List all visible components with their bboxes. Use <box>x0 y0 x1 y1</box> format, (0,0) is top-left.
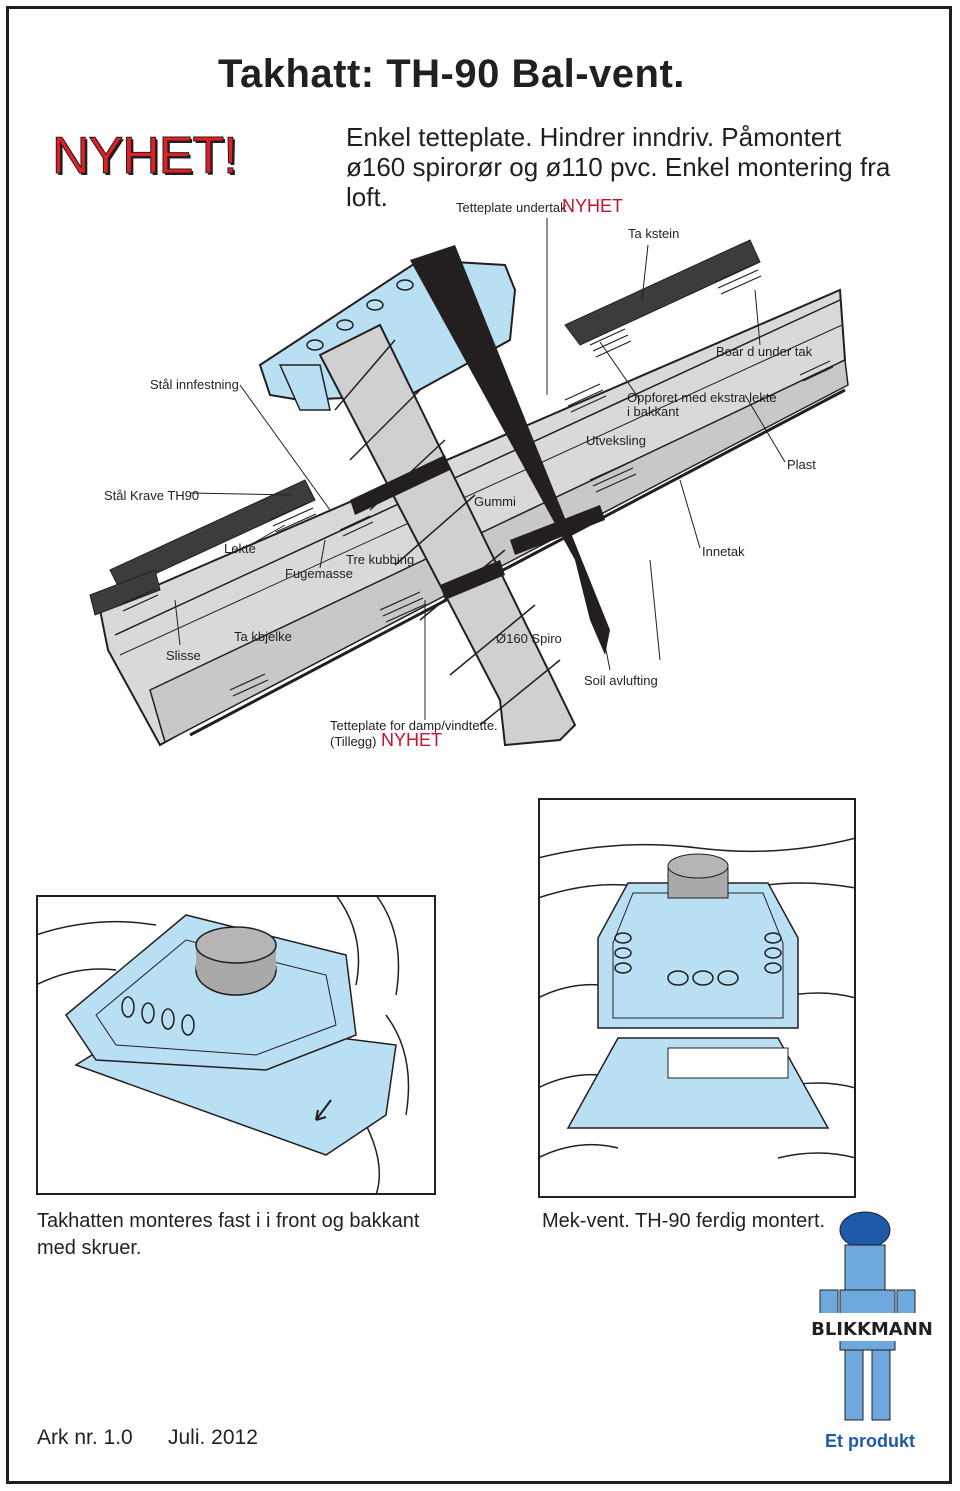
label-slisse: Slisse <box>166 648 201 663</box>
label-utveksling: Utveksling <box>586 433 646 448</box>
label-nyhet-bottom: NYHET <box>381 730 443 750</box>
cross-section-diagram <box>89 218 849 747</box>
spiro-pipe <box>318 323 577 747</box>
label-tre-kubbing: Tre kubbing <box>346 552 415 567</box>
subtitle: Enkel tetteplate. Hindrer inndriv. Påmon… <box>346 122 891 212</box>
label-plast: Plast <box>787 457 816 472</box>
label-innetak: Innetak <box>702 544 745 559</box>
footer-ark: Ark nr. 1.0 <box>37 1426 133 1449</box>
soil-pipe <box>410 245 610 655</box>
arrow-icon <box>315 1099 332 1121</box>
caption-right: Mek-vent. TH-90 ferdig montert. <box>542 1210 826 1232</box>
label-takbjelke: Ta kbjelke <box>234 629 292 644</box>
label-spiro: Ø160 Spiro <box>496 631 562 646</box>
label-tetteplate-undertak: Tetteplate undertak <box>456 200 567 215</box>
label-oppforet: Oppforet med ekstra lekte i bakkant <box>627 390 777 419</box>
footer-date: Juli. 2012 <box>168 1426 258 1449</box>
caption-left: Takhatten monteres fast i i front og bak… <box>37 1210 420 1259</box>
brand-name: BLIKKMANN <box>811 1319 933 1340</box>
page-title: Takhatt: TH-90 Bal-vent. <box>218 52 685 96</box>
label-lekte: Lekte <box>224 541 256 556</box>
label-gummi: Gummi <box>474 494 516 509</box>
nyhet-badge: NYHET! <box>52 127 239 186</box>
label-tetteplate-damp: Tetteplate for damp/vindtette. <box>330 718 498 733</box>
label-nyhet-top: NYHET <box>562 196 624 216</box>
label-fugemasse: Fugemasse <box>285 566 353 581</box>
tile-lower <box>109 479 316 591</box>
tile-upper <box>564 239 761 346</box>
label-tillegg: (Tillegg) <box>330 734 377 749</box>
page-border <box>6 6 952 1484</box>
label-soil: Soil avlufting <box>584 673 658 688</box>
brand-product: Et produkt <box>825 1431 915 1451</box>
label-staal-innfestning: Stål innfestning <box>150 377 239 392</box>
lekte-marks <box>119 263 834 697</box>
label-staal-krave: Stål Krave TH90 <box>104 488 200 503</box>
label-board-undertak: Boar d under tak <box>716 344 813 359</box>
blikkmann-mascot-logo: BLIKKMANN Et produkt <box>810 1211 935 1451</box>
left-illustration <box>36 895 436 1195</box>
right-illustration <box>538 798 856 1198</box>
label-takstein: Ta kstein <box>628 226 680 241</box>
